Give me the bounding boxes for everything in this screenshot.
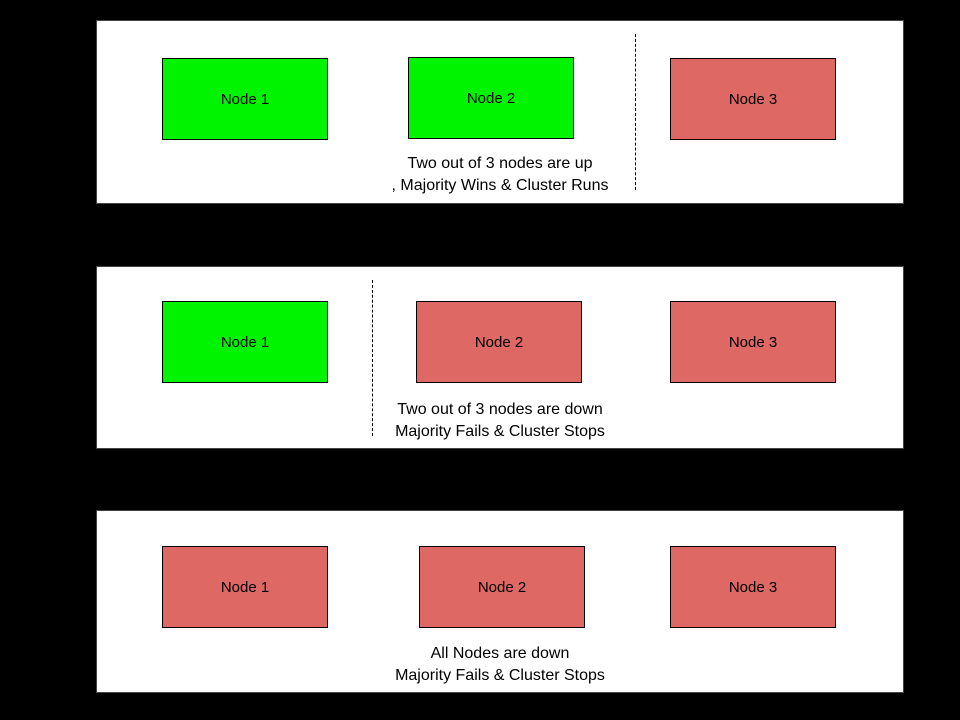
caption: Two out of 3 nodes are up , Majority Win… bbox=[97, 153, 903, 197]
caption-line-2: Majority Fails & Cluster Stops bbox=[395, 423, 605, 440]
caption-line-1: Two out of 3 nodes are down bbox=[397, 401, 603, 418]
node-label: Node 3 bbox=[728, 90, 778, 108]
node-label: Node 3 bbox=[728, 578, 778, 596]
node-label: Node 2 bbox=[466, 89, 516, 107]
partition-dashed-line bbox=[635, 34, 636, 190]
caption-line-1: All Nodes are down bbox=[430, 645, 570, 662]
node-label: Node 1 bbox=[220, 578, 270, 596]
caption-line-2: , Majority Wins & Cluster Runs bbox=[391, 177, 609, 194]
node-box-3: Node 3 bbox=[670, 546, 836, 628]
scenario-panel-majority-down: Node 1 Node 2 Node 3 Two out of 3 nodes … bbox=[96, 266, 904, 449]
caption: All Nodes are down Majority Fails & Clus… bbox=[97, 643, 903, 687]
node-label: Node 3 bbox=[728, 333, 778, 351]
node-box-3: Node 3 bbox=[670, 58, 836, 140]
node-label: Node 2 bbox=[474, 333, 524, 351]
node-label: Node 1 bbox=[220, 90, 270, 108]
node-box-2: Node 2 bbox=[416, 301, 582, 383]
partition-dashed-line bbox=[372, 280, 373, 436]
node-label: Node 1 bbox=[220, 333, 270, 351]
node-box-2: Node 2 bbox=[419, 546, 585, 628]
node-label: Node 2 bbox=[477, 578, 527, 596]
caption-line-2: Majority Fails & Cluster Stops bbox=[395, 667, 605, 684]
scenario-panel-majority-up: Node 1 Node 2 Node 3 Two out of 3 nodes … bbox=[96, 20, 904, 204]
node-box-1: Node 1 bbox=[162, 546, 328, 628]
node-box-2: Node 2 bbox=[408, 57, 574, 139]
caption-line-1: Two out of 3 nodes are up bbox=[407, 155, 593, 172]
node-box-1: Node 1 bbox=[162, 58, 328, 140]
scenario-panel-all-down: Node 1 Node 2 Node 3 All Nodes are down … bbox=[96, 510, 904, 693]
node-box-3: Node 3 bbox=[670, 301, 836, 383]
node-box-1: Node 1 bbox=[162, 301, 328, 383]
caption: Two out of 3 nodes are down Majority Fai… bbox=[97, 399, 903, 443]
